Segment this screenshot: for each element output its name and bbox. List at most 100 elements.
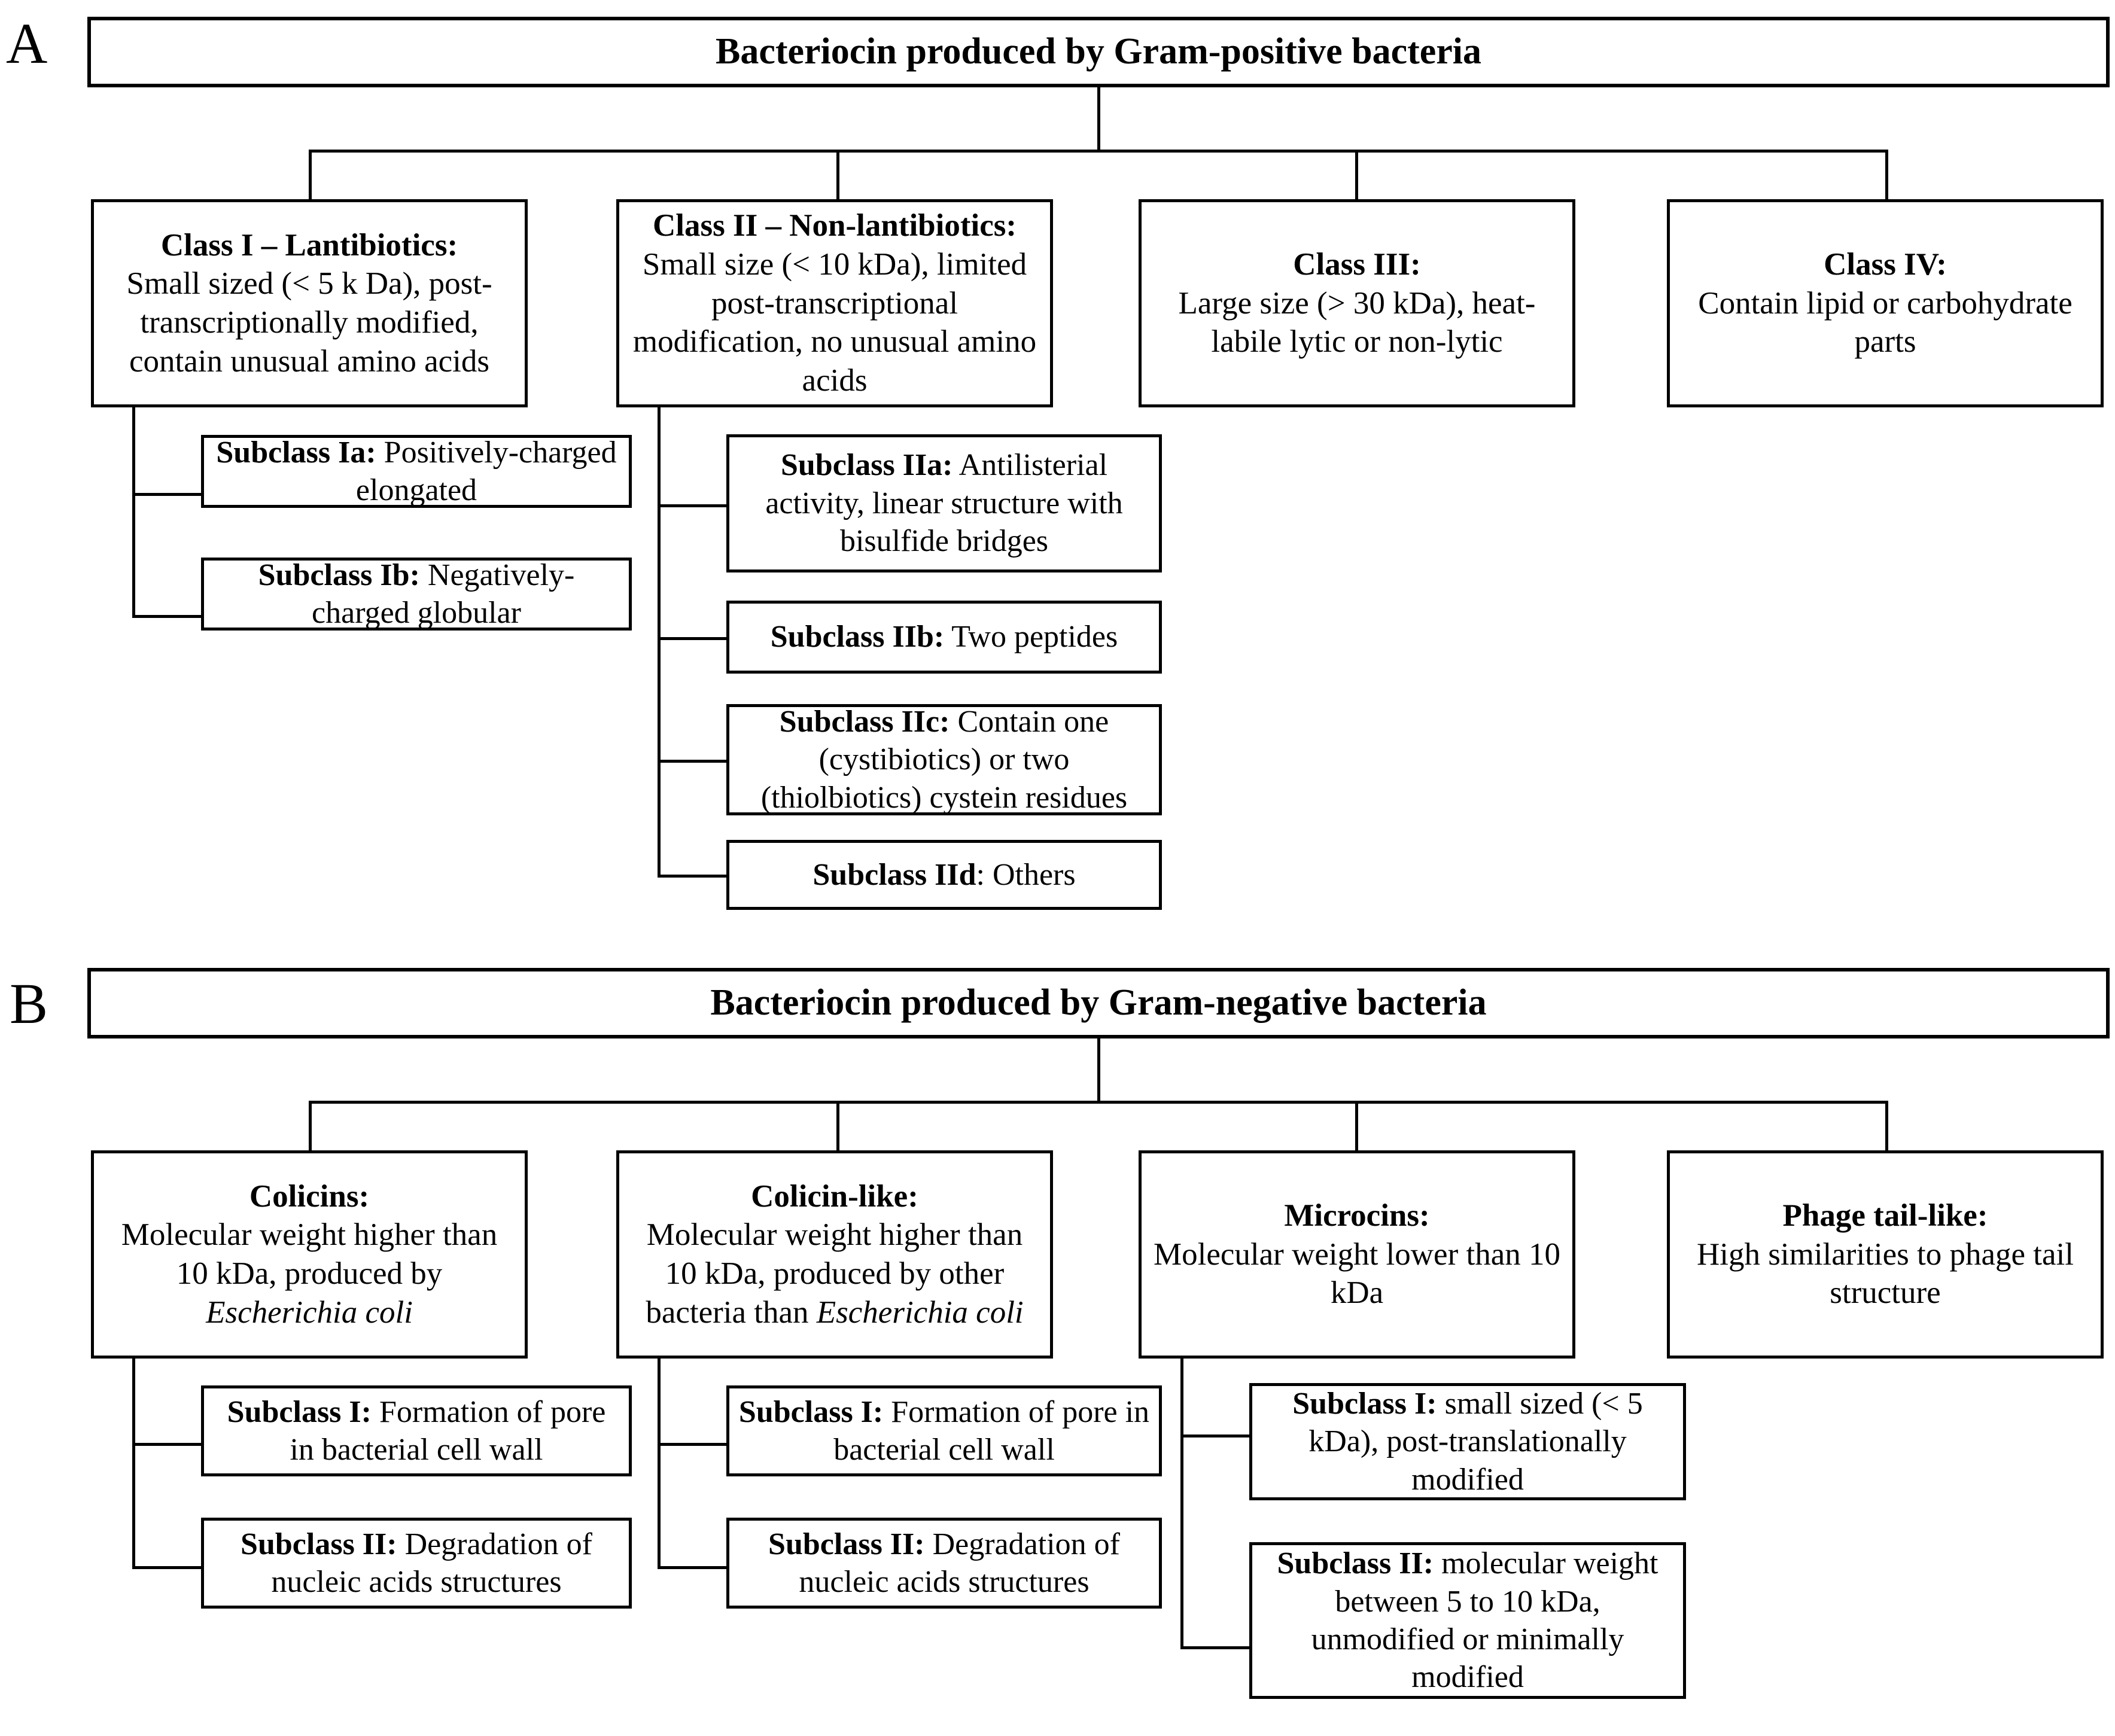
class-i-subclass-branch-1 (132, 493, 203, 496)
subclass-ia-title: Subclass Ia: (216, 435, 376, 470)
subclass-iia-description: Antilisterial activity, linear structure… (765, 448, 1123, 559)
class-box-phage-tail-like: Phage tail-like: High similarities to ph… (1667, 1150, 2104, 1359)
class-iv-title: Class IV: (1824, 247, 1947, 282)
class-box-colicins: Colicins: Molecular weight higher than 1… (91, 1150, 528, 1359)
colicin-like-subclass-box-i: Subclass I: Formation of pore in bacteri… (726, 1385, 1162, 1476)
colicin-like-subclass-ii-text: Subclass II: Degradation of nucleic acid… (738, 1525, 1151, 1601)
subclass-ib-title: Subclass Ib: (258, 558, 420, 592)
colicins-subclass-ii-description: Degradation of nucleic acids structures (271, 1527, 592, 1599)
class-i-description: Small sized (< 5 k Da), post-transcripti… (126, 266, 492, 379)
colicins-subclass-box-i: Subclass I: Formation of pore in bacteri… (201, 1385, 632, 1476)
class-box-class-iii: Class III: Large size (> 30 kDa), heat-l… (1139, 199, 1575, 407)
panel-b-drop-connector-4 (1885, 1101, 1888, 1153)
panel-b-drop-connector-1 (309, 1101, 312, 1153)
panel-a-drop-connector-4 (1885, 150, 1888, 202)
subclass-iid-title: Subclass IId (812, 857, 976, 892)
panel-b-drop-connector-2 (836, 1101, 839, 1153)
class-ii-subclass-branch-2 (658, 637, 729, 640)
subclass-box-iid: Subclass IId: Others (726, 840, 1162, 910)
phage-tail-like-description: High similarities to phage tail structur… (1697, 1236, 2074, 1311)
subclass-iib-description: Two peptides (944, 620, 1118, 654)
colicin-like-description: Molecular weight higher than 10 kDa, pro… (646, 1217, 1023, 1330)
class-ii-text: Class II – Non-lantibiotics: Small size … (628, 206, 1042, 400)
subclass-ib-description: Negatively-charged globular (312, 558, 575, 630)
subclass-box-iic: Subclass IIc: Contain one (cystibiotics)… (726, 704, 1162, 815)
colicins-text: Colicins: Molecular weight higher than 1… (102, 1177, 516, 1332)
class-iv-text: Class IV: Contain lipid or carbohydrate … (1678, 245, 2092, 361)
panel-b-drop-connector-3 (1355, 1101, 1358, 1153)
colicins-description-italic: Escherichia coli (206, 1295, 413, 1330)
class-ii-subclass-rail (658, 407, 661, 875)
colicins-subclass-ii-text: Subclass II: Degradation of nucleic acid… (212, 1525, 620, 1601)
subclass-box-ib: Subclass Ib: Negatively-charged globular (201, 558, 632, 631)
colicins-subclass-box-ii: Subclass II: Degradation of nucleic acid… (201, 1518, 632, 1609)
class-i-title: Class I – Lantibiotics: (160, 227, 458, 263)
class-i-subclass-rail (132, 407, 135, 618)
phage-tail-like-title: Phage tail-like: (1782, 1198, 1988, 1234)
colicin-like-subclass-i-title: Subclass I: (738, 1394, 884, 1429)
microcins-subclass-branch-1 (1180, 1435, 1252, 1437)
colicin-like-text: Colicin-like: Molecular weight higher th… (628, 1177, 1042, 1332)
panel-a-trunk-connector (1097, 87, 1100, 152)
class-box-class-ii: Class II – Non-lantibiotics: Small size … (616, 199, 1053, 407)
colicins-title: Colicins: (249, 1178, 370, 1214)
microcins-subclass-i-description: small sized (< 5 kDa), post-translationa… (1308, 1386, 1643, 1497)
colicin-like-subclass-ii-description: Degradation of nucleic acids structures (799, 1527, 1120, 1599)
colicins-subclass-ii-title: Subclass II: (241, 1527, 397, 1561)
subclass-iid-description: : Others (976, 857, 1076, 892)
class-ii-subclass-branch-3 (658, 760, 729, 763)
class-iv-description: Contain lipid or carbohydrate parts (1698, 285, 2073, 360)
colicins-subclass-i-title: Subclass I: (227, 1394, 372, 1429)
microcins-subclass-i-text: Subclass I: small sized (< 5 kDa), post-… (1261, 1385, 1675, 1499)
class-ii-title: Class II – Non-lantibiotics: (652, 208, 1017, 243)
class-iii-description: Large size (> 30 kDa), heat-labile lytic… (1178, 285, 1536, 360)
panel-a-bus-connector (309, 150, 1888, 153)
panel-letter-b: B (10, 971, 48, 1035)
colicins-subclass-branch-2 (132, 1566, 203, 1569)
class-iii-text: Class III: Large size (> 30 kDa), heat-l… (1150, 245, 1564, 361)
colicins-description: Molecular weight higher than 10 kDa, pro… (121, 1217, 498, 1291)
colicin-like-subclass-i-description: Formation of pore in bacterial cell wall (833, 1394, 1150, 1467)
microcins-subclass-ii-title: Subclass II: (1277, 1546, 1434, 1581)
class-box-class-iv: Class IV: Contain lipid or carbohydrate … (1667, 199, 2104, 407)
colicins-subclass-i-text: Subclass I: Formation of pore in bacteri… (212, 1393, 620, 1469)
subclass-iia-text: Subclass IIa: Antilisterial activity, li… (738, 446, 1151, 560)
subclass-box-ia: Subclass Ia: Positively-charged elongate… (201, 435, 632, 508)
microcins-subclass-box-ii: Subclass II: molecular weight between 5 … (1249, 1542, 1686, 1699)
colicin-like-subclass-ii-title: Subclass II: (768, 1527, 925, 1561)
subclass-iib-title: Subclass IIb: (770, 620, 945, 654)
class-box-colicin-like: Colicin-like: Molecular weight higher th… (616, 1150, 1053, 1359)
panel-b-trunk-connector (1097, 1038, 1100, 1103)
panel-b-bus-connector (309, 1101, 1888, 1104)
microcins-subclass-box-i: Subclass I: small sized (< 5 kDa), post-… (1249, 1383, 1686, 1500)
panel-a-drop-connector-2 (836, 150, 839, 202)
panel-letter-a: A (6, 11, 48, 75)
colicin-like-subclass-branch-2 (658, 1566, 729, 1569)
colicin-like-description-italic: Escherichia coli (816, 1295, 1024, 1330)
microcins-subclass-i-title: Subclass I: (1292, 1386, 1437, 1421)
microcins-title: Microcins: (1284, 1198, 1430, 1234)
subclass-ia-text: Subclass Ia: Positively-charged elongate… (212, 434, 620, 510)
subclass-iia-title: Subclass IIa: (780, 448, 953, 483)
subclass-iic-description: Contain one (cystibiotics) or two (thiol… (760, 704, 1128, 815)
colicins-subclass-branch-1 (132, 1443, 203, 1446)
class-box-microcins: Microcins: Molecular weight lower than 1… (1139, 1150, 1575, 1359)
class-ii-description: Small size (< 10 kDa), limited post-tran… (632, 247, 1037, 398)
class-i-subclass-branch-2 (132, 615, 203, 618)
colicin-like-subclass-rail (658, 1359, 661, 1569)
subclass-iic-title: Subclass IIc: (779, 704, 950, 739)
colicin-like-subclass-i-text: Subclass I: Formation of pore in bacteri… (738, 1393, 1151, 1469)
microcins-subclass-ii-description: molecular weight between 5 to 10 kDa, un… (1311, 1546, 1658, 1695)
colicin-like-title: Colicin-like: (751, 1178, 918, 1214)
colicins-subclass-i-description: Formation of pore in bacterial cell wall (290, 1394, 606, 1467)
panel-a-drop-connector-1 (309, 150, 312, 202)
class-ii-subclass-branch-4 (658, 875, 729, 878)
subclass-iib-text: Subclass IIb: Two peptides (738, 618, 1151, 656)
panel-b-header-label: Bacteriocin produced by Gram-negative ba… (710, 982, 1487, 1024)
class-i-text: Class I – Lantibiotics: Small sized (< 5… (102, 226, 516, 381)
subclass-ib-text: Subclass Ib: Negatively-charged globular (212, 556, 620, 632)
microcins-subclass-branch-2 (1180, 1646, 1252, 1649)
microcins-subclass-ii-text: Subclass II: molecular weight between 5 … (1261, 1545, 1675, 1697)
subclass-box-iib: Subclass IIb: Two peptides (726, 601, 1162, 674)
